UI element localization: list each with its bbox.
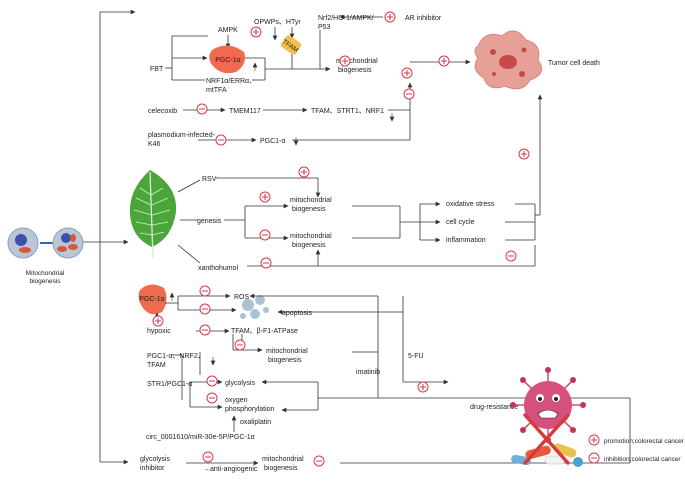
promotion-icon xyxy=(438,55,450,67)
nrf1-label-2: mtTFA xyxy=(206,87,227,94)
mito-bottom-label-2: biogenesis xyxy=(264,465,298,472)
tumor-cell-death-label: Tumor cell death xyxy=(548,60,600,67)
xanthohumol-label: xanthohumol xyxy=(198,265,239,272)
hypoxic-label: hypoxic xyxy=(147,328,171,335)
celecoxib-label: celecoxib xyxy=(148,108,177,115)
genesis-label: genesis xyxy=(197,218,222,225)
left-caption-line2: biogenesis xyxy=(29,278,61,285)
legend-inhibition-label: inhibition;colorectal cancer xyxy=(604,456,681,463)
tmem117-label: TMEM117 xyxy=(229,108,261,115)
pgc-nrf2-label-2: TFAM xyxy=(147,362,166,369)
mito-mid2-label-2: biogenesis xyxy=(292,242,326,249)
pgc1a-blob-top xyxy=(209,45,245,74)
inhibition-icon xyxy=(260,257,272,269)
mito-low-label-2: biogenesis xyxy=(268,357,302,364)
oxaliplatin-label: oxaliplatin xyxy=(240,419,271,426)
nrf2-label-1: Nrf2/HO-1/AMPK/ xyxy=(318,15,374,22)
inhibition-icon xyxy=(199,285,211,297)
fu5-label: 5-FU xyxy=(408,353,424,360)
cancer-virus-icon xyxy=(510,367,586,443)
mito-top-label-1: mitochondrial xyxy=(336,58,378,65)
left-caption-line1: Mitochondrial xyxy=(26,270,65,277)
plasmodium-label-2: K46 xyxy=(148,141,161,148)
cell-cycle-label: cell cycle xyxy=(446,219,475,226)
promotion-icon xyxy=(259,191,271,203)
promotion-icon xyxy=(339,55,351,67)
inhibition-icon xyxy=(199,303,211,315)
nrf2-label-2: P53 xyxy=(318,24,331,31)
promotion-icon xyxy=(298,166,310,178)
imatinib-label: imatinib xyxy=(356,369,380,376)
ampk-label: AMPK xyxy=(218,27,238,34)
ros-label: ROS xyxy=(234,294,250,301)
mito-mid1-label-2: biogenesis xyxy=(292,206,326,213)
oxidative-stress-label: oxidative stress xyxy=(446,201,495,208)
inhibition-icon xyxy=(206,375,218,387)
mito-bottom-label-1: mitochondrial xyxy=(262,456,304,463)
tfam-badge xyxy=(280,35,302,55)
circ-label: circ_0001610/miR-30e-5P/PGC-1α xyxy=(146,434,255,441)
nrf1-label-1: NRF1α/ERRα、 xyxy=(206,78,256,85)
plasmodium-label-1: plasmodium-infected- xyxy=(148,132,216,139)
oxphos-label-2: phosphorylation xyxy=(225,406,275,413)
tfam-atpase-label: TFAM、β-F1-ATPase xyxy=(231,328,298,335)
cross-out-icon xyxy=(523,413,570,465)
anti-angiogenic-label: →anti-angiogenic xyxy=(203,466,258,473)
inhibition-icon xyxy=(196,103,208,115)
str1-label: STR1/PGC1-α xyxy=(147,381,192,388)
main-spine xyxy=(82,9,136,465)
inhibition-icon xyxy=(234,339,246,351)
mitochondrial-biogenesis-illustration xyxy=(7,227,84,259)
inhibition-icon xyxy=(199,324,211,336)
middle-section-lines xyxy=(177,94,543,267)
inhibition-icon xyxy=(206,392,218,404)
inhibition-icon xyxy=(202,451,214,463)
pgc1a-blob-low xyxy=(138,284,167,315)
pgc-nrf2-label-1: PGC1-α、NRF2、 xyxy=(147,353,205,360)
apoptosis-icon xyxy=(240,295,269,319)
opwps-label: OPWPs、HTyr xyxy=(254,19,301,26)
glycolysis-label: glycolysis xyxy=(225,380,255,387)
promotion-icon xyxy=(417,381,429,393)
glyco-inh-label-2: inhibitor xyxy=(140,465,165,472)
legend-promotion-label: promotion;colorectal cancer xyxy=(604,438,685,445)
rsv-label: RSV xyxy=(202,176,217,183)
inhibition-icon xyxy=(313,455,325,467)
inhibition-icon xyxy=(259,229,271,241)
tumor-cell-icon xyxy=(474,30,543,90)
mito-mid1-label-1: mitochondrial xyxy=(290,197,332,204)
oxphos-label-1: oxygen xyxy=(225,397,248,404)
inflammation-label: inflammation xyxy=(446,237,486,244)
pgc1a-low-label: PGC-1α xyxy=(139,296,164,303)
inhibition-icon xyxy=(403,88,415,100)
legend-promotion-icon xyxy=(588,434,600,446)
promotion-icon xyxy=(384,11,396,23)
apoptosis-label: apoptosis xyxy=(282,310,312,317)
promotion-icon xyxy=(518,148,530,160)
pgc1a-top-label: PGC-1α xyxy=(215,57,240,64)
promotion-icon xyxy=(250,26,262,38)
pgc1a-small-label: PGC1-α xyxy=(260,138,285,145)
mito-low-label-1: mitochondrial xyxy=(266,348,308,355)
promotion-icon xyxy=(401,67,413,79)
mito-mid2-label-1: mitochondrial xyxy=(290,233,332,240)
leaf-icon xyxy=(129,170,177,259)
inhibition-icon xyxy=(505,250,517,262)
mito-top-label-2: biogenesis xyxy=(338,67,372,74)
top-section-lines xyxy=(165,14,471,143)
glyco-inh-label-1: glycolysis xyxy=(140,456,170,463)
fbt-label: FBT xyxy=(150,66,164,73)
inhibition-icon xyxy=(215,134,227,146)
legend-inhibition-icon xyxy=(588,452,600,464)
ar-inhibitor-label: AR inhibitor xyxy=(405,15,442,22)
promotion-icon xyxy=(152,315,164,327)
tfam-strt1-nrf1-label: TFAM、STRT1、NRF1 xyxy=(311,108,384,115)
drug-resistance-label: drug-resistance xyxy=(470,404,518,411)
